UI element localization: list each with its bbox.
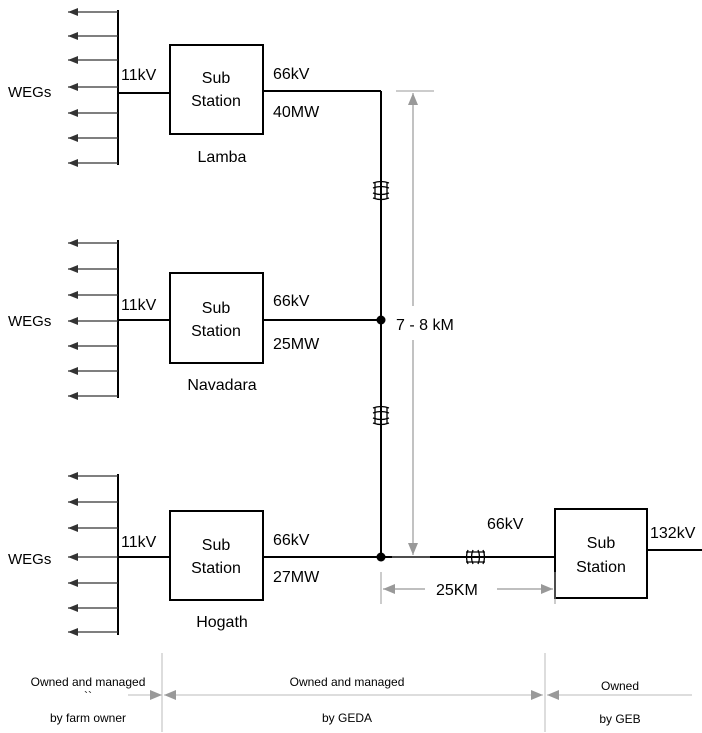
ownership-geb-line2: by GEB — [599, 712, 640, 726]
line-kv-label: 66kV — [487, 516, 524, 533]
substation-box — [169, 272, 264, 364]
feeder-kv-label: 11kV — [121, 534, 157, 551]
substation-label-line2: Station — [191, 323, 241, 340]
substation-box — [169, 510, 264, 601]
substation-label-line2: Station — [191, 560, 241, 577]
geb-substation-label-line2: Station — [576, 559, 626, 576]
substation-name: Lamba — [198, 149, 247, 166]
capacity-label: 40MW — [273, 104, 320, 121]
output-kv-label: 66kV — [273, 66, 310, 83]
vertical-distance-dimension: 7 - 8 kM — [392, 90, 454, 558]
line-break-symbol — [372, 180, 390, 201]
group-lamba: WEGs 11kV Sub Station 66kV 40MW Lamba — [8, 8, 381, 167]
horizontal-distance-dimension: 25KM — [380, 572, 556, 604]
wegs-label: WEGs — [8, 84, 51, 101]
substation-box — [169, 44, 264, 135]
ownership-geb-line1: Owned — [601, 679, 639, 693]
feeder-kv-label: 11kV — [121, 297, 157, 314]
horizontal-distance-label: 25KM — [436, 582, 478, 599]
line-break-symbol — [372, 405, 390, 426]
geb-substation-box — [554, 508, 648, 599]
wegs-label: WEGs — [8, 313, 51, 330]
substation-label-line1: Sub — [202, 70, 231, 87]
geb-output-kv-label: 132kV — [650, 525, 696, 542]
ownership-farm-line2: by farm owner — [50, 711, 126, 725]
feeder-kv-label: 11kV — [121, 67, 157, 84]
ownership-band: Owned and managed `` by farm owner Owned… — [31, 653, 692, 732]
capacity-label: 27MW — [273, 569, 320, 586]
substation-label-line1: Sub — [202, 537, 231, 554]
line-break-symbol — [465, 549, 486, 565]
output-kv-label: 66kV — [273, 532, 310, 549]
output-kv-label: 66kV — [273, 293, 310, 310]
weg-arrows — [68, 8, 118, 167]
capacity-label: 25MW — [273, 336, 320, 353]
ownership-geda-line2: by GEDA — [322, 711, 372, 725]
substation-label-line2: Station — [191, 93, 241, 110]
ownership-farm-mark: `` — [84, 689, 92, 703]
group-navadara: WEGs 11kV Sub Station 66kV 25MW Navadara — [8, 239, 381, 400]
weg-arrows — [68, 472, 118, 636]
substation-name: Hogath — [196, 614, 248, 631]
wegs-label: WEGs — [8, 551, 51, 568]
group-hogath: WEGs 11kV Sub Station 66kV 27MW Hogath — [8, 472, 555, 636]
substation-name: Navadara — [187, 377, 256, 394]
junction-node-hogath — [376, 552, 386, 562]
ownership-farm-line1: Owned and managed — [31, 675, 146, 689]
vertical-distance-label: 7 - 8 kM — [396, 317, 454, 334]
substation-label-line1: Sub — [202, 300, 231, 317]
junction-node-navadara — [376, 315, 386, 325]
ownership-geda-line1: Owned and managed — [290, 675, 405, 689]
geb-substation-label-line1: Sub — [587, 535, 616, 552]
weg-arrows — [68, 239, 118, 400]
